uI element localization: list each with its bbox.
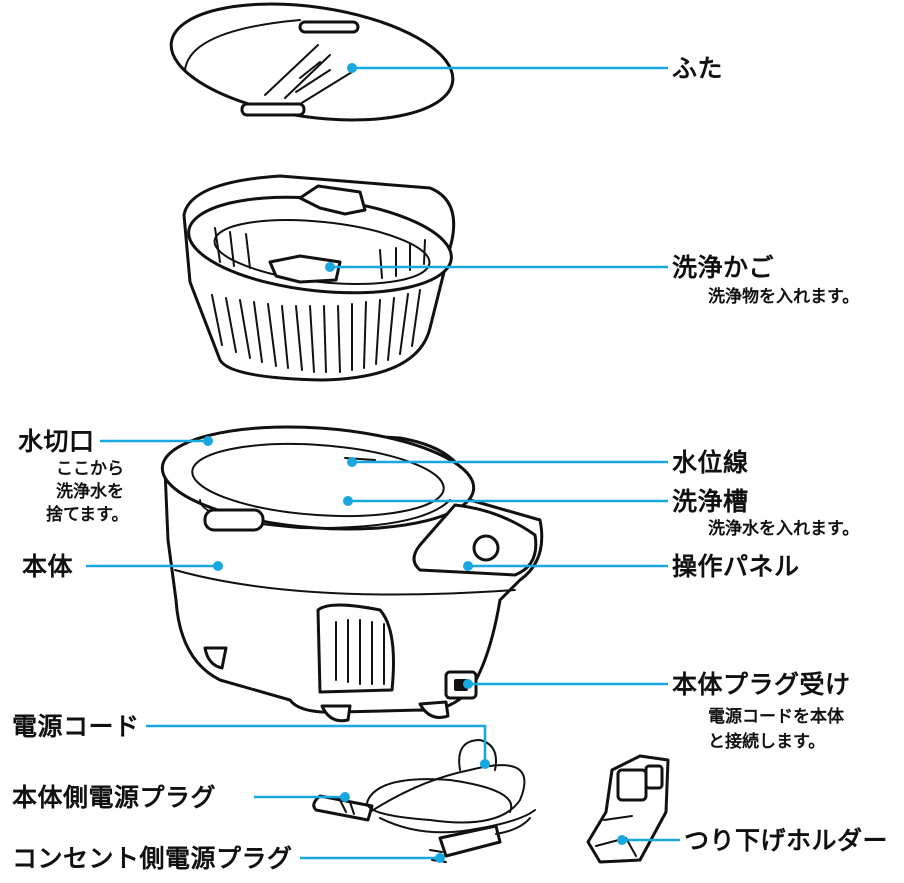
note-tank: 洗浄水を入れます。 (708, 519, 860, 539)
label-body-plug-socket: 本体プラグ受け (672, 670, 851, 699)
label-holder: つり下げホルダー (684, 826, 889, 855)
power-cord-illustration (312, 738, 536, 863)
label-water-line: 水位線 (672, 448, 749, 477)
note-socket-1: 電源コードを本体 (708, 707, 844, 727)
label-drain: 水切口 (18, 427, 95, 456)
label-basket: 洗浄かご (672, 253, 775, 282)
label-control-panel: 操作パネル (672, 552, 800, 581)
label-power-cord: 電源コード (12, 712, 140, 741)
label-lid: ふた (672, 54, 724, 83)
note-socket-2: と接続します。 (708, 732, 826, 752)
note-basket: 洗浄物を入れます。 (708, 287, 860, 307)
label-body: 本体 (22, 552, 74, 581)
label-tank: 洗浄槽 (672, 487, 749, 516)
label-outlet-side-plug: コンセント側電源プラグ (12, 844, 293, 873)
leader-lines (86, 63, 680, 863)
note-drain-2: 洗浄水を (56, 482, 124, 502)
note-drain-3: 捨てます。 (46, 505, 129, 525)
note-drain-1: ここから (56, 459, 124, 479)
lid-illustration (169, 2, 455, 122)
label-body-side-plug: 本体側電源プラグ (12, 783, 217, 812)
basket-illustration (182, 174, 456, 382)
holder-illustration (586, 754, 670, 864)
